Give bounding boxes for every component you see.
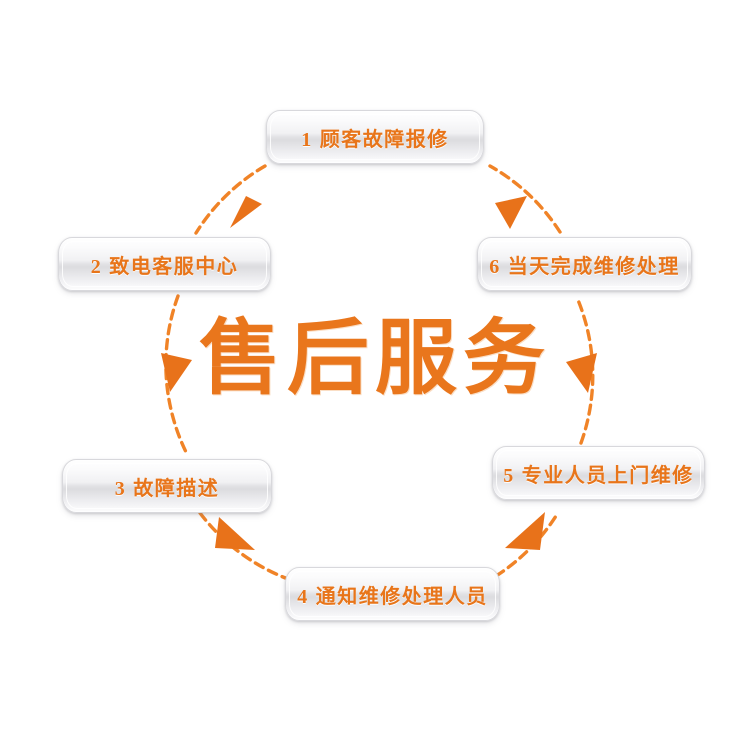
- step-3-chip[interactable]: 3 故障描述: [62, 459, 272, 513]
- step-1-label: 1 顾客故障报修: [301, 123, 449, 152]
- step-5-label: 5 专业人员上门维修: [503, 459, 694, 488]
- step-2-text: 致电客服中心: [109, 255, 239, 278]
- step-2-chip[interactable]: 2 致电客服中心: [58, 237, 271, 291]
- step-3-number: 3: [114, 477, 127, 500]
- page-title: 售后服务: [198, 313, 551, 404]
- step-3-label: 3 故障描述: [115, 472, 220, 501]
- step-6-label: 6 当天完成维修处理: [489, 250, 680, 279]
- step-4-number: 4: [297, 585, 309, 608]
- arrow-1-to-2: [194, 164, 267, 235]
- step-4-text: 通知维修处理人员: [315, 585, 488, 608]
- step-6-chip[interactable]: 6 当天完成维修处理: [477, 237, 692, 291]
- arrow-2-to-3: [161, 294, 192, 454]
- arrow-4-to-5: [494, 512, 558, 578]
- step-1-number: 1: [301, 128, 313, 151]
- step-5-chip[interactable]: 5 专业人员上门维修: [492, 446, 705, 500]
- step-4-label: 4 通知维修处理人员: [297, 580, 488, 609]
- step-5-text: 专业人员上门维修: [521, 464, 694, 487]
- step-1-text: 顾客故障报修: [319, 128, 449, 151]
- step-4-chip[interactable]: 4 通知维修处理人员: [285, 567, 500, 621]
- step-3-text: 故障描述: [133, 477, 220, 500]
- step-2-number: 2: [90, 255, 103, 278]
- step-1-chip[interactable]: 1 顾客故障报修: [266, 110, 484, 164]
- arrow-3-to-4: [198, 511, 290, 581]
- arrow-5-to-6: [566, 298, 597, 445]
- arrow-6-to-1: [488, 164, 562, 234]
- step-6-number: 6: [489, 255, 501, 278]
- step-2-label: 2 致电客服中心: [91, 250, 239, 279]
- step-6-text: 当天完成维修处理: [507, 255, 680, 278]
- step-5-number: 5: [503, 464, 515, 487]
